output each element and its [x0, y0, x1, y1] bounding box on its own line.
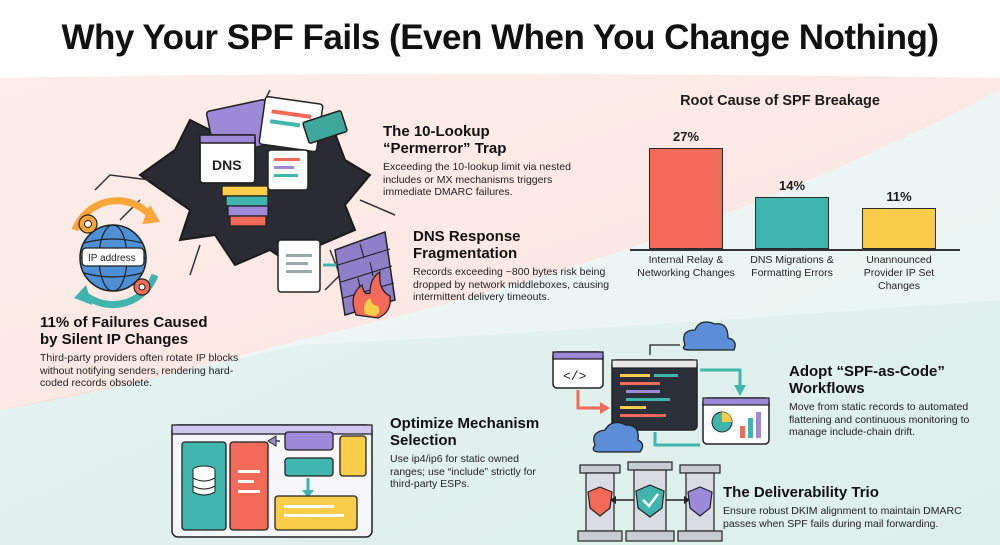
lookup-trap-section: The 10-Lookup “Permerror” Trap Exceeding…: [383, 123, 588, 199]
trio-section: The Deliverability Trio Ensure robust DK…: [723, 484, 978, 530]
lookup-trap-body: Exceeding the 10-lookup limit via nested…: [383, 161, 571, 198]
category-label-1: Internal Relay &Networking Changes: [637, 254, 735, 279]
fragmentation-section: DNS Response Fragmentation Records excee…: [413, 228, 613, 304]
ip-address-label: IP address: [88, 253, 136, 264]
bar-3: [862, 207, 936, 249]
mechanism-heading: Optimize Mechanism Selection: [390, 415, 540, 449]
fragmentation-body: Records exceeding ~800 bytes risk being …: [413, 266, 610, 303]
bar-1: [649, 148, 723, 249]
mechanism-section: Optimize Mechanism Selection Use ip4/ip6…: [390, 415, 550, 491]
lookup-trap-heading: The 10-Lookup “Permerror” Trap: [383, 123, 507, 157]
trio-body: Ensure robust DKIM alignment to maintain…: [723, 505, 962, 530]
bar-2: [755, 196, 829, 249]
silent-ip-body: Third-party providers often rotate IP bl…: [40, 352, 239, 389]
spf-as-code-heading: Adopt “SPF-as-Code” Workflows: [789, 363, 945, 397]
spf-as-code-body: Move from static records to automated fl…: [789, 401, 970, 438]
trio-heading: The Deliverability Trio: [723, 484, 879, 501]
spf-as-code-section: Adopt “SPF-as-Code” Workflows Move from …: [789, 363, 989, 439]
silent-ip-heading: 11% of Failures Caused by Silent IP Chan…: [40, 314, 208, 348]
bar-value-label-3: 11%: [886, 188, 912, 204]
svg-text:</>: </>: [563, 369, 587, 384]
bar-value-label-1: 27%: [672, 129, 700, 145]
chart-title: Root Cause of SPF Breakage: [680, 93, 880, 109]
silent-ip-section: 11% of Failures Caused by Silent IP Chan…: [40, 314, 255, 390]
bar-value-label-2: 14%: [778, 177, 806, 193]
chart-x-axis: [630, 249, 960, 251]
mechanism-body: Use ip4/ip6 for static owned ranges; use…: [390, 453, 536, 490]
page-title: Why Your SPF Fails (Even When You Change…: [61, 18, 939, 57]
dns-label: DNS: [212, 157, 242, 173]
fragmentation-heading: DNS Response Fragmentation: [413, 228, 521, 262]
category-label-2: DNS Migrations &Formatting Errors: [750, 254, 834, 279]
